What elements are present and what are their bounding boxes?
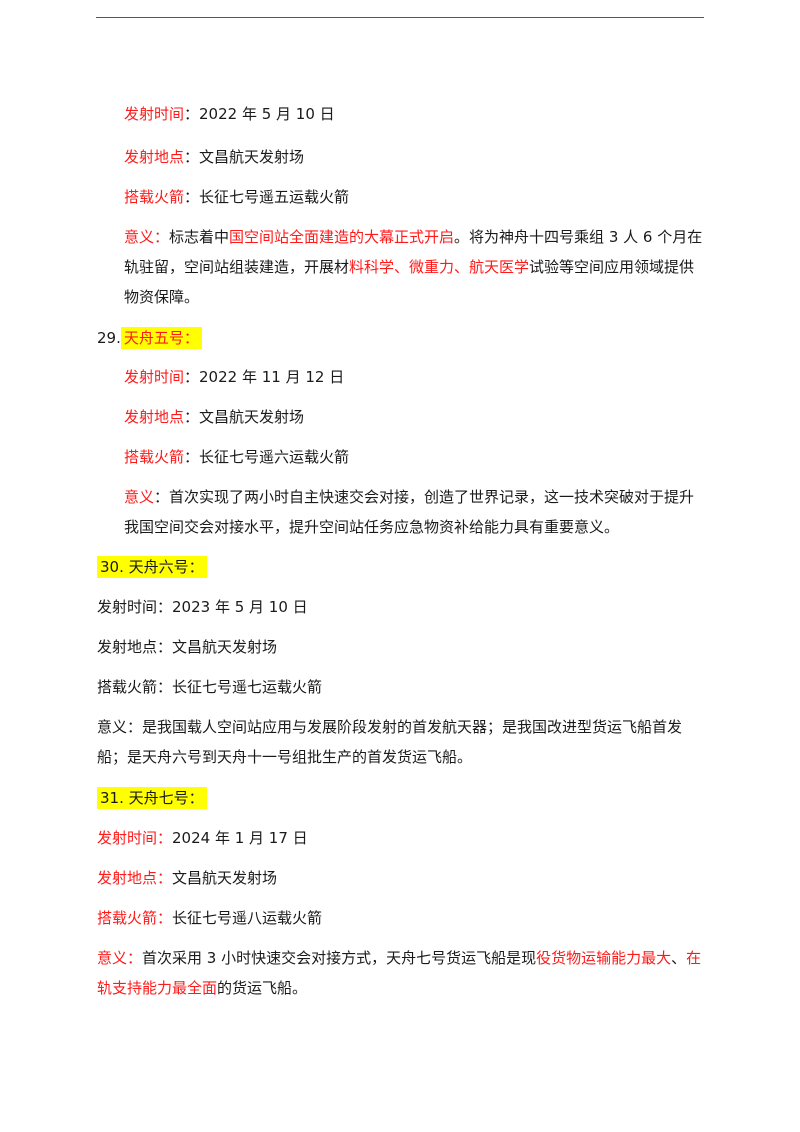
s28-launch-site: 发射地点：文昌航天发射场 [124,147,304,167]
text: 首次采用 3 小时快速交会对接方式，天舟七号货运飞船是现 [142,949,537,967]
s29-heading: 29.天舟五号： [97,327,202,349]
value: 2024 年 1 月 17 日 [172,829,308,847]
label: 搭载火箭 [124,448,185,466]
s31-launch-site: 发射地点：文昌航天发射场 [97,868,277,888]
s29-launch-time: 发射时间：2022 年 11 月 12 日 [124,367,344,387]
s31-rocket: 搭载火箭：长征七号遥八运载火箭 [97,908,322,928]
label: 发射地点 [124,148,185,166]
label: 发射时间 [124,368,185,386]
s30-launch-time: 发射时间：2023 年 5 月 10 日 [97,598,308,616]
value: ：长征七号遥六运载火箭 [184,448,350,466]
s31-heading: 31. 天舟七号： [97,787,207,809]
s31-launch-time: 发射时间：2024 年 1 月 17 日 [97,828,308,848]
text: 标志着中 [169,228,230,246]
s29-significance: 意义：首次实现了两小时自主快速交会对接，创造了世界记录，这一技术突破对于提升我国… [124,482,708,542]
emphasis: 在轨支持能力最全面 [97,949,702,997]
s31-significance: 意义：首次采用 3 小时快速交会对接方式，天舟七号货运飞船是现役货物运输能力最大… [97,943,709,1003]
text: ：首次实现了两小时自主快速交会对接，创造了世界记录，这一技术突破对于提升我国空间… [124,488,695,536]
s29-rocket: 搭载火箭：长征七号遥六运载火箭 [124,447,349,467]
label: 意义 [124,488,155,506]
section-title: 31. 天舟七号： [97,787,207,809]
section-number: 29. [97,329,121,347]
value: ：文昌航天发射场 [184,148,305,166]
label: 发射时间 [124,105,185,123]
label: 搭载火箭： [97,909,173,927]
label: 发射时间： [97,829,173,847]
s30-heading: 30. 天舟六号： [97,556,207,578]
text: 。将为神舟十四号乘组 3 人 6 个月在轨驻留，空间站组装建造，开展材 [124,228,703,276]
text: 试验等空间应用领域提供物资保障。 [124,258,695,306]
emphasis: 役货物运输能力最大 [536,949,672,967]
value: ：2022 年 5 月 10 日 [184,105,335,123]
s28-significance: 意义：标志着中国空间站全面建造的大幕正式开启。将为神舟十四号乘组 3 人 6 个… [124,222,708,312]
s29-launch-site: 发射地点：文昌航天发射场 [124,407,304,427]
value: 长征七号遥八运载火箭 [172,909,323,927]
s30-significance: 意义：是我国载人空间站应用与发展阶段发射的首发航天器；是我国改进型货运飞船首发船… [97,718,683,766]
label: 发射地点 [124,408,185,426]
s28-rocket: 搭载火箭：长征七号遥五运载火箭 [124,187,349,207]
section-title: 30. 天舟六号： [97,556,207,578]
emphasis: 国空间站全面建造的大幕正式开启 [229,228,455,246]
text: 的货运飞船。 [217,979,308,997]
label: 意义： [124,228,170,246]
label: 意义： [97,949,143,967]
label: 发射地点： [97,869,173,887]
header-rule [96,17,704,18]
section-title: 天舟五号： [120,327,202,349]
value: ：长征七号遥五运载火箭 [184,188,350,206]
text: 、 [671,949,687,967]
s28-launch-time: 发射时间：2022 年 5 月 10 日 [124,104,335,124]
value: ：2022 年 11 月 12 日 [184,368,345,386]
label: 搭载火箭 [124,188,185,206]
value: 文昌航天发射场 [172,869,278,887]
emphasis: 料科学、微重力、航天医学 [349,258,530,276]
s30-rocket: 搭载火箭：长征七号遥七运载火箭 [97,678,323,696]
value: ：文昌航天发射场 [184,408,305,426]
s30-launch-site: 发射地点：文昌航天发射场 [97,638,278,656]
